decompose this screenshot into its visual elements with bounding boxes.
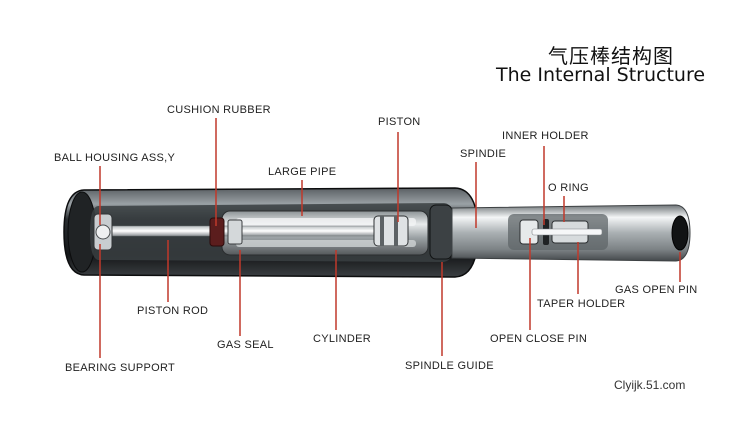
- spindle-guide-collar: [429, 204, 453, 260]
- label-inner-holder: INNER HOLDER: [502, 130, 589, 142]
- label-gas-open-pin: GAS OPEN PIN: [615, 284, 698, 296]
- leader-lines: [99, 118, 681, 358]
- piston-head: [373, 215, 409, 247]
- label-cylinder: CYLINDER: [313, 333, 372, 345]
- gas-seal: [227, 219, 243, 245]
- label-piston: PISTON: [378, 116, 421, 128]
- label-o-ring: O RING: [548, 182, 589, 194]
- open-close-pin: [531, 228, 603, 236]
- label-gas-seal: GAS SEAL: [217, 339, 274, 351]
- label-bearing-support: BEARING SUPPORT: [65, 362, 176, 374]
- label-taper-holder: TAPER HOLDER: [537, 298, 626, 310]
- ball-housing-ball: [95, 224, 111, 240]
- title-chinese: 气压棒结构图: [548, 44, 674, 68]
- watermark-credit: Clyijk.51.com: [614, 378, 686, 392]
- piston-ring-1: [380, 216, 384, 246]
- label-spindle: SPINDIE: [460, 148, 507, 160]
- large-pipe-tube: [236, 218, 416, 226]
- gas-open-pin-tip: [671, 215, 689, 251]
- label-large-pipe: LARGE PIPE: [268, 166, 337, 178]
- label-spindle-guide: SPINDLE GUIDE: [405, 360, 494, 372]
- piston-rod: [103, 225, 395, 237]
- large-pipe-tube-lower: [236, 240, 416, 247]
- piston-ring-2: [394, 216, 398, 246]
- label-ball-housing: BALL HOUSING ASS,Y: [54, 152, 176, 164]
- label-cushion-rubber: CUSHION RUBBER: [167, 104, 271, 116]
- cushion-rubber: [209, 217, 225, 247]
- label-piston-rod: PISTON ROD: [137, 305, 209, 317]
- title-english: The Internal Structure: [496, 64, 706, 86]
- label-open-close-pin: OPEN CLOSE PIN: [490, 333, 588, 345]
